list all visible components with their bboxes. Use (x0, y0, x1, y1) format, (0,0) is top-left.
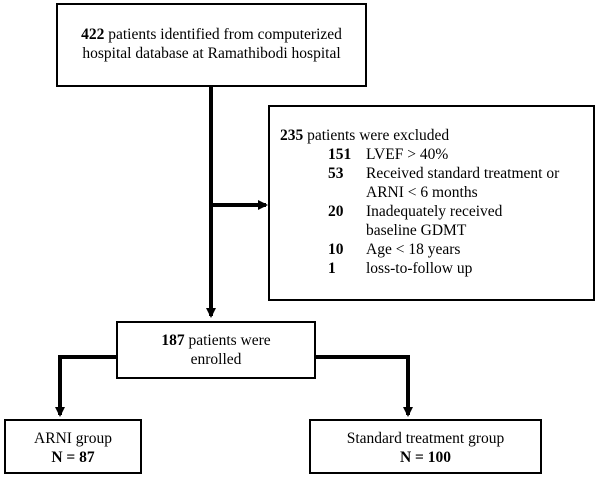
enrolled-line2: enrolled (190, 351, 242, 368)
excluded-item: 10 Age < 18 years (328, 240, 583, 259)
excluded-list: 151 LVEF > 40% 53 Received standard trea… (280, 145, 583, 278)
standard-group-box: Standard treatment group N = 100 (309, 419, 542, 474)
identified-box: 422 patients identified from computerize… (56, 3, 367, 87)
identified-text: patients identified from computerized (104, 26, 342, 43)
enrolled-line1: 187 patients were (118, 331, 314, 350)
excluded-box: 235 patients were excluded 151 LVEF > 40… (268, 105, 595, 301)
branch-right (314, 355, 413, 417)
excluded-count: 235 (280, 127, 304, 144)
identified-line2: hospital database at Ramathibodi hospita… (82, 45, 341, 62)
excluded-item-reason: Received standard treatment or ARNI < 6 … (366, 165, 560, 201)
arni-group-n: N = 87 (51, 449, 95, 466)
excluded-item: 20 Inadequately received baseline GDMT (328, 202, 583, 240)
excluded-item: 151 LVEF > 40% (328, 145, 583, 164)
excluded-item: 1 loss-to-follow up (328, 259, 583, 278)
identified-count: 422 (81, 26, 105, 43)
excluded-item-count: 10 (328, 241, 344, 258)
excluded-item-count: 20 (328, 203, 344, 220)
excluded-item-reason: Age < 18 years (366, 241, 461, 258)
excluded-item-count: 1 (328, 260, 336, 277)
excluded-item-count: 151 (328, 146, 352, 163)
excluded-item-count: 53 (328, 165, 344, 182)
excluded-heading: 235 patients were excluded (280, 126, 583, 145)
enrolled-box: 187 patients were enrolled (116, 321, 316, 379)
enrolled-count: 187 (161, 332, 185, 349)
excluded-item-reason: Inadequately received baseline GDMT (366, 203, 503, 239)
enrolled-text: patients were (184, 332, 271, 349)
standard-group-n: N = 100 (399, 449, 452, 466)
excluded-item: 53 Received standard treatment or ARNI <… (328, 164, 583, 202)
branch-left (55, 355, 118, 417)
identified-line1: 422 patients identified from computerize… (58, 25, 365, 44)
arni-group-label: ARNI group (34, 430, 112, 447)
excluded-item-reason: loss-to-follow up (366, 260, 473, 277)
excluded-heading-text: patients were excluded (303, 127, 450, 144)
arni-group-box: ARNI group N = 87 (4, 419, 142, 474)
standard-group-label: Standard treatment group (346, 430, 505, 447)
excluded-item-reason: LVEF > 40% (366, 146, 449, 163)
